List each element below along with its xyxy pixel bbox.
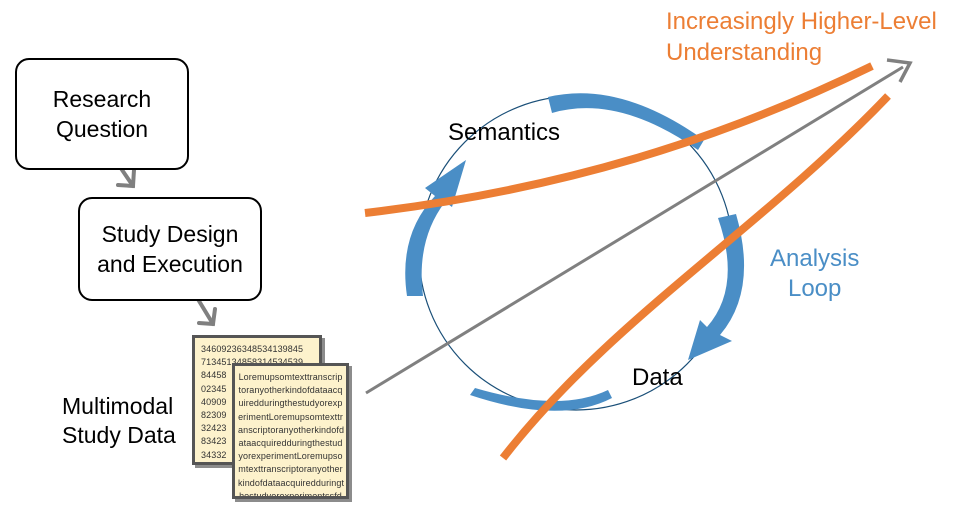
study-design-box: Study Design and Execution xyxy=(78,197,262,301)
loop-arrow-left xyxy=(405,160,466,296)
research-question-box: Research Question xyxy=(15,58,189,170)
trend-arrow-line xyxy=(365,65,904,395)
loop-arc-bottom xyxy=(470,388,612,411)
semantics-label: Semantics xyxy=(448,119,561,146)
understanding-curve-upper xyxy=(364,62,874,217)
data-sheet-text: Loremupsomtexttranscrip toranyotherkindo… xyxy=(232,363,349,499)
understanding-curve-lower xyxy=(499,93,891,461)
multimodal-study-data-label: Multimodal Study Data xyxy=(62,393,176,448)
trend-arrow-head xyxy=(886,58,913,83)
data-label: Data xyxy=(632,364,683,391)
research-question-label: Research Question xyxy=(52,85,152,142)
understanding-label: Increasingly Higher-Level Understanding xyxy=(666,8,937,67)
loop-arrow-right xyxy=(688,214,745,360)
loop-arc-top xyxy=(548,93,704,150)
study-design-label: Study Design and Execution xyxy=(97,220,243,277)
analysis-loop-label: Analysis Loop xyxy=(770,245,860,302)
